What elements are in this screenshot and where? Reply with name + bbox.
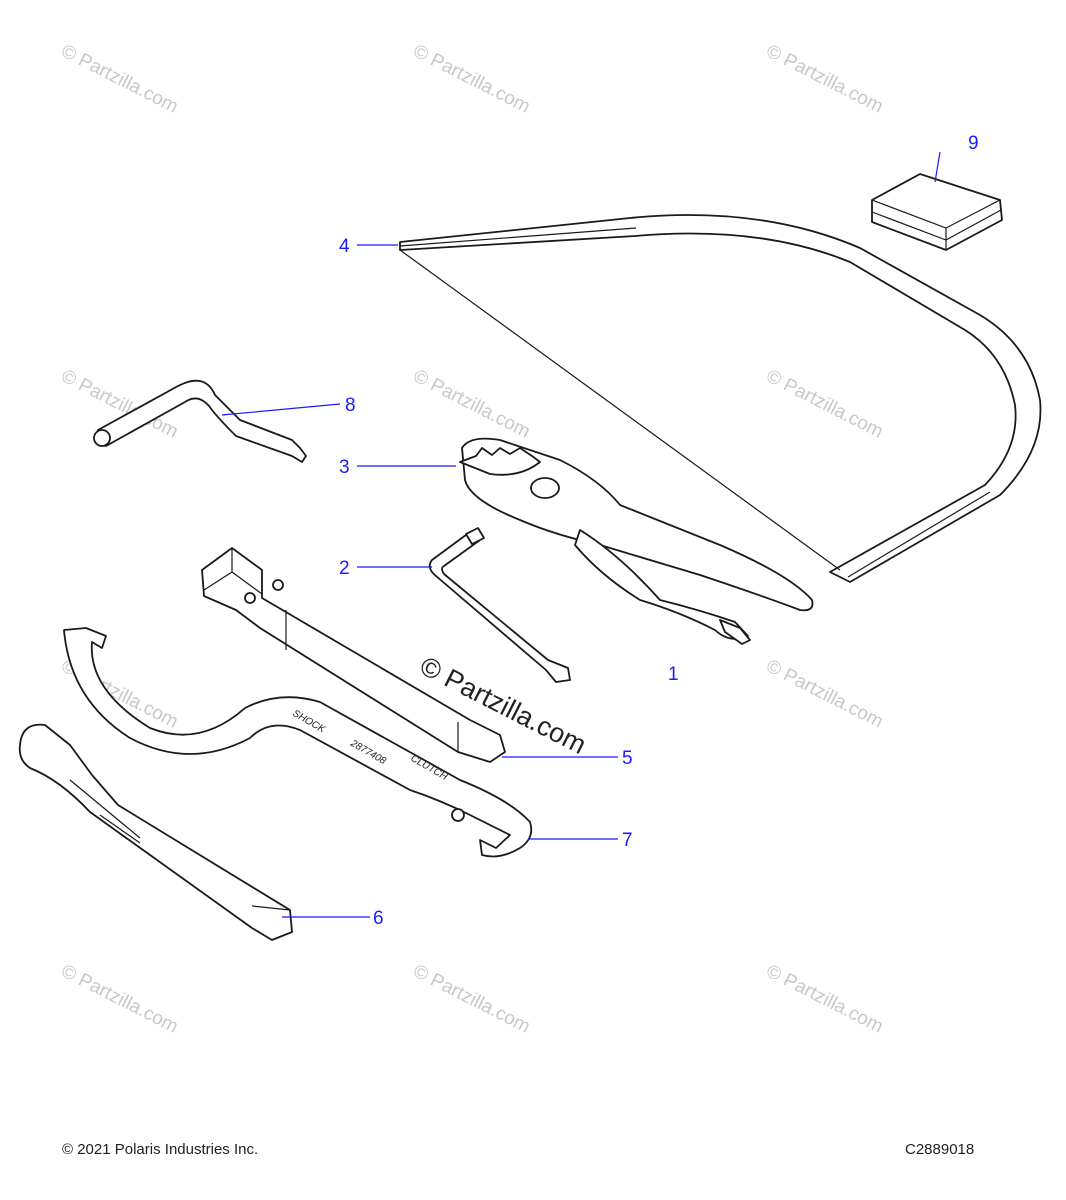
watermark: © Partzilla.com xyxy=(58,961,182,1038)
watermark: © Partzilla.com xyxy=(763,656,887,733)
watermark: © Partzilla.com xyxy=(410,366,534,443)
watermark: © Partzilla.com xyxy=(763,41,887,118)
part-5-socket xyxy=(201,547,506,763)
part-2-allen-key xyxy=(428,527,571,683)
callout-8: 8 xyxy=(345,395,356,416)
callout-3: 3 xyxy=(339,457,350,478)
drawing-number: C2889018 xyxy=(905,1141,975,1158)
copyright-text: © 2021 Polaris Industries Inc. xyxy=(62,1141,259,1158)
part-9-pad xyxy=(871,173,1003,251)
watermark: © Partzilla.com xyxy=(410,961,534,1038)
part-6-driver xyxy=(18,723,293,941)
callout-2: 2 xyxy=(339,558,350,579)
callout-9: 9 xyxy=(968,133,979,154)
callout-5: 5 xyxy=(622,748,633,769)
watermark: © Partzilla.com xyxy=(58,41,182,118)
watermark: © Partzilla.com xyxy=(763,961,887,1038)
watermark: © Partzilla.com xyxy=(763,366,887,443)
part-7-spanner-wrench xyxy=(63,627,533,858)
part-3-pliers xyxy=(459,437,814,645)
callout-6: 6 xyxy=(373,908,384,929)
callout-7: 7 xyxy=(622,830,633,851)
leader-lines xyxy=(221,151,941,918)
part-4-strap xyxy=(399,214,1042,583)
callout-4: 4 xyxy=(339,236,350,257)
part-8-hex-key xyxy=(93,379,307,463)
callout-1: 1 xyxy=(668,664,679,685)
watermark: © Partzilla.com xyxy=(410,41,534,118)
